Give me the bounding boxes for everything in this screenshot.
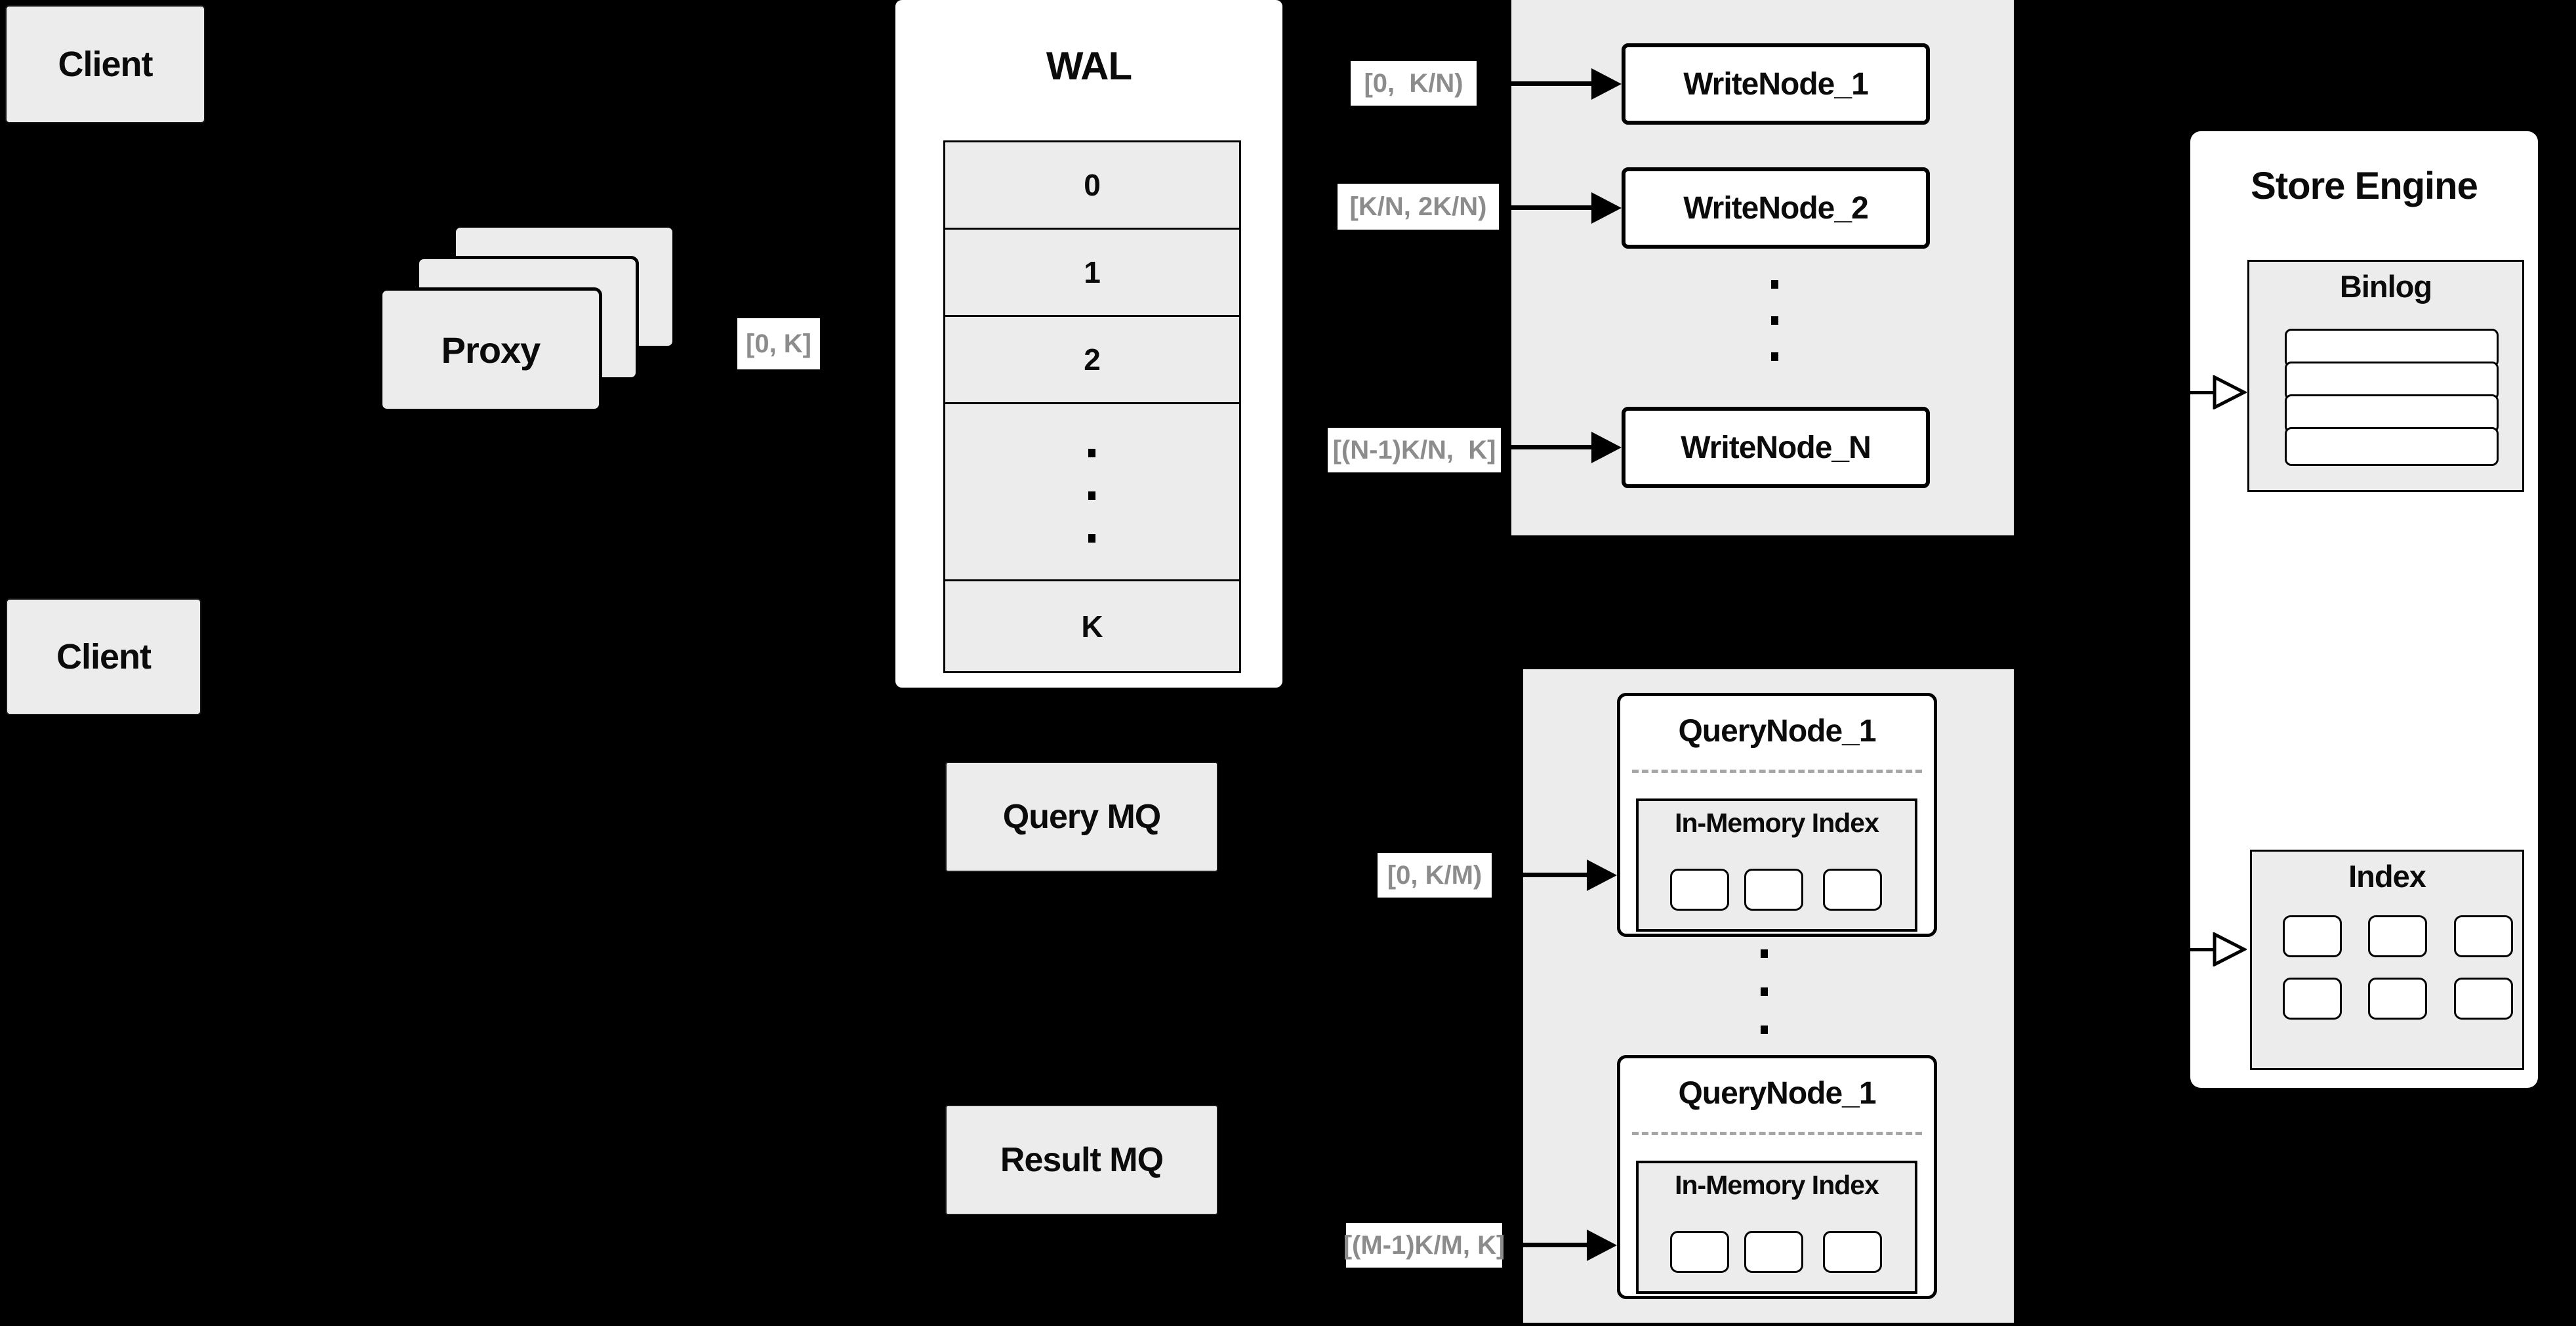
arrow-head [1587, 860, 1617, 891]
client-box-bottom: Client [6, 598, 201, 715]
segment-box [2283, 978, 2342, 1020]
wal-slot-k: K [1081, 609, 1103, 644]
binlog-title: Binlog [2339, 269, 2432, 304]
in-memory-index-box: In-Memory Index [1636, 1161, 1917, 1294]
wal-panel: WAL 0 1 2 K [895, 0, 1282, 688]
arrow-line [2190, 948, 2215, 951]
range-label-proxy: [0, K] [737, 318, 820, 369]
ellipsis-dot [1088, 449, 1095, 457]
wal-slot-1: 1 [945, 230, 1239, 317]
wal-slot-2: 2 [945, 317, 1239, 404]
query-node-1: QueryNode_1 In-Memory Index [1617, 693, 1937, 937]
segment-box [1744, 1231, 1803, 1273]
arrow-line [1523, 873, 1589, 877]
ellipsis-dot [1771, 280, 1778, 289]
ellipsis-dot [1761, 1026, 1768, 1034]
store-engine-title: Store Engine [2251, 165, 2478, 207]
arrow-line [1511, 445, 1594, 449]
query-node-title: QueryNode_1 [1678, 714, 1876, 749]
store-engine-panel: Store Engine Binlog Index [2190, 131, 2538, 1088]
arrow-head [1591, 192, 1622, 224]
segment-box [1823, 1231, 1882, 1273]
proxy-box: Proxy [379, 287, 602, 412]
wal-slot-0: 0 [945, 142, 1239, 230]
open-arrow-head [2213, 932, 2247, 966]
ellipsis-dot [1088, 491, 1095, 500]
arrow-line [2190, 391, 2215, 394]
binlog-row [2285, 329, 2499, 367]
in-memory-index-title: In-Memory Index [1675, 808, 1879, 838]
segment-box [1744, 869, 1803, 911]
in-memory-index-title: In-Memory Index [1675, 1170, 1879, 1200]
segment-box [2283, 915, 2342, 957]
write-node-2: WriteNode_2 [1622, 167, 1930, 249]
query-mq-box: Query MQ [945, 762, 1218, 872]
arrow-head [1591, 68, 1622, 100]
segment-box [2454, 915, 2513, 957]
segment-box [2454, 978, 2513, 1020]
binlog-box: Binlog [2247, 260, 2524, 492]
segment-box [2368, 915, 2427, 957]
range-label-querynode-2: [(M-1)K/M, K] [1343, 1223, 1505, 1268]
segment-box [1823, 869, 1882, 911]
binlog-row [2285, 427, 2499, 466]
index-title: Index [2348, 859, 2426, 894]
arrow-head [1591, 432, 1622, 463]
client-box-top: Client [5, 5, 205, 123]
dashed-divider [1632, 770, 1922, 773]
write-node-1: WriteNode_1 [1622, 43, 1930, 125]
segment-box [1670, 1231, 1729, 1273]
result-mq-box: Result MQ [945, 1105, 1218, 1215]
segment-box [1670, 869, 1729, 911]
range-label-writenode-2: [K/N, 2K/N) [1338, 184, 1499, 230]
arrow-line [1523, 1243, 1589, 1247]
arrow-line [1511, 205, 1594, 210]
wal-ellipsis-cell [945, 404, 1239, 581]
ellipsis-dot [1771, 316, 1778, 325]
wal-table: 0 1 2 K [943, 140, 1241, 673]
ellipsis-dot [1761, 987, 1768, 996]
range-label-querynode-1: [0, K/M) [1378, 853, 1492, 898]
query-node-title: QueryNode_1 [1678, 1076, 1876, 1111]
query-node-2: QueryNode_1 In-Memory Index [1617, 1055, 1937, 1299]
ellipsis-dot [1088, 534, 1095, 543]
write-node-n: WriteNode_N [1622, 407, 1930, 488]
wal-title: WAL [1046, 43, 1132, 88]
in-memory-index-box: In-Memory Index [1636, 798, 1917, 932]
ellipsis-dot [1761, 949, 1768, 958]
dashed-divider [1632, 1132, 1922, 1135]
range-label-writenode-1: [0, K/N) [1351, 61, 1477, 106]
segment-box [2368, 978, 2427, 1020]
arrow-line [1511, 81, 1594, 86]
range-label-writenode-n: [(N-1)K/N, K] [1328, 428, 1501, 472]
index-box: Index [2250, 850, 2524, 1070]
ellipsis-dot [1771, 352, 1778, 361]
open-arrow-head [2213, 375, 2247, 409]
arrow-head [1587, 1230, 1617, 1261]
binlog-row [2285, 394, 2499, 433]
